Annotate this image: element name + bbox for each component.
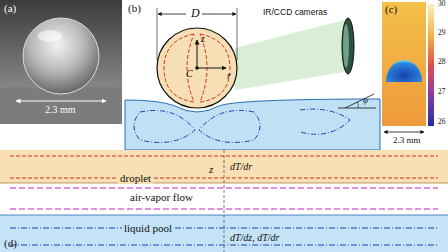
center-label: C	[185, 68, 194, 79]
axis-label: z	[200, 33, 206, 44]
panel-letter: (d)	[3, 237, 18, 249]
panel-letter: (c)	[384, 3, 398, 15]
colorbar-tick: 29	[437, 29, 447, 37]
angle-label: φ	[362, 96, 369, 106]
colorbar-tick: 27	[437, 88, 447, 96]
air-layer-band: air-vapor flow	[0, 183, 448, 215]
scale-label: 2.3 mm	[44, 104, 77, 115]
axis-label: z	[208, 163, 214, 175]
droplet-band: droplet	[0, 150, 448, 183]
panel-letter: (b)	[127, 2, 142, 14]
band-label: droplet	[118, 172, 153, 184]
axis-label: r	[226, 70, 232, 81]
colorbar-tick: 30	[437, 0, 447, 8]
colorbar-tick: 26	[437, 118, 447, 126]
band-label: air-vapor flow	[128, 191, 195, 203]
band-label: liquid pool	[122, 222, 174, 234]
camera-label: IR/CCD cameras	[262, 8, 328, 17]
colorbar-tick: 28	[437, 58, 447, 66]
scale-label: 2.3 mm	[392, 136, 422, 146]
pool-band: liquid pool	[0, 215, 448, 252]
panel-letter: (a)	[3, 2, 17, 14]
dimension-label: D	[190, 7, 201, 20]
gradient-label: dT/dz, dT/dr	[229, 232, 280, 243]
gradient-label: dT/dr	[229, 161, 253, 172]
